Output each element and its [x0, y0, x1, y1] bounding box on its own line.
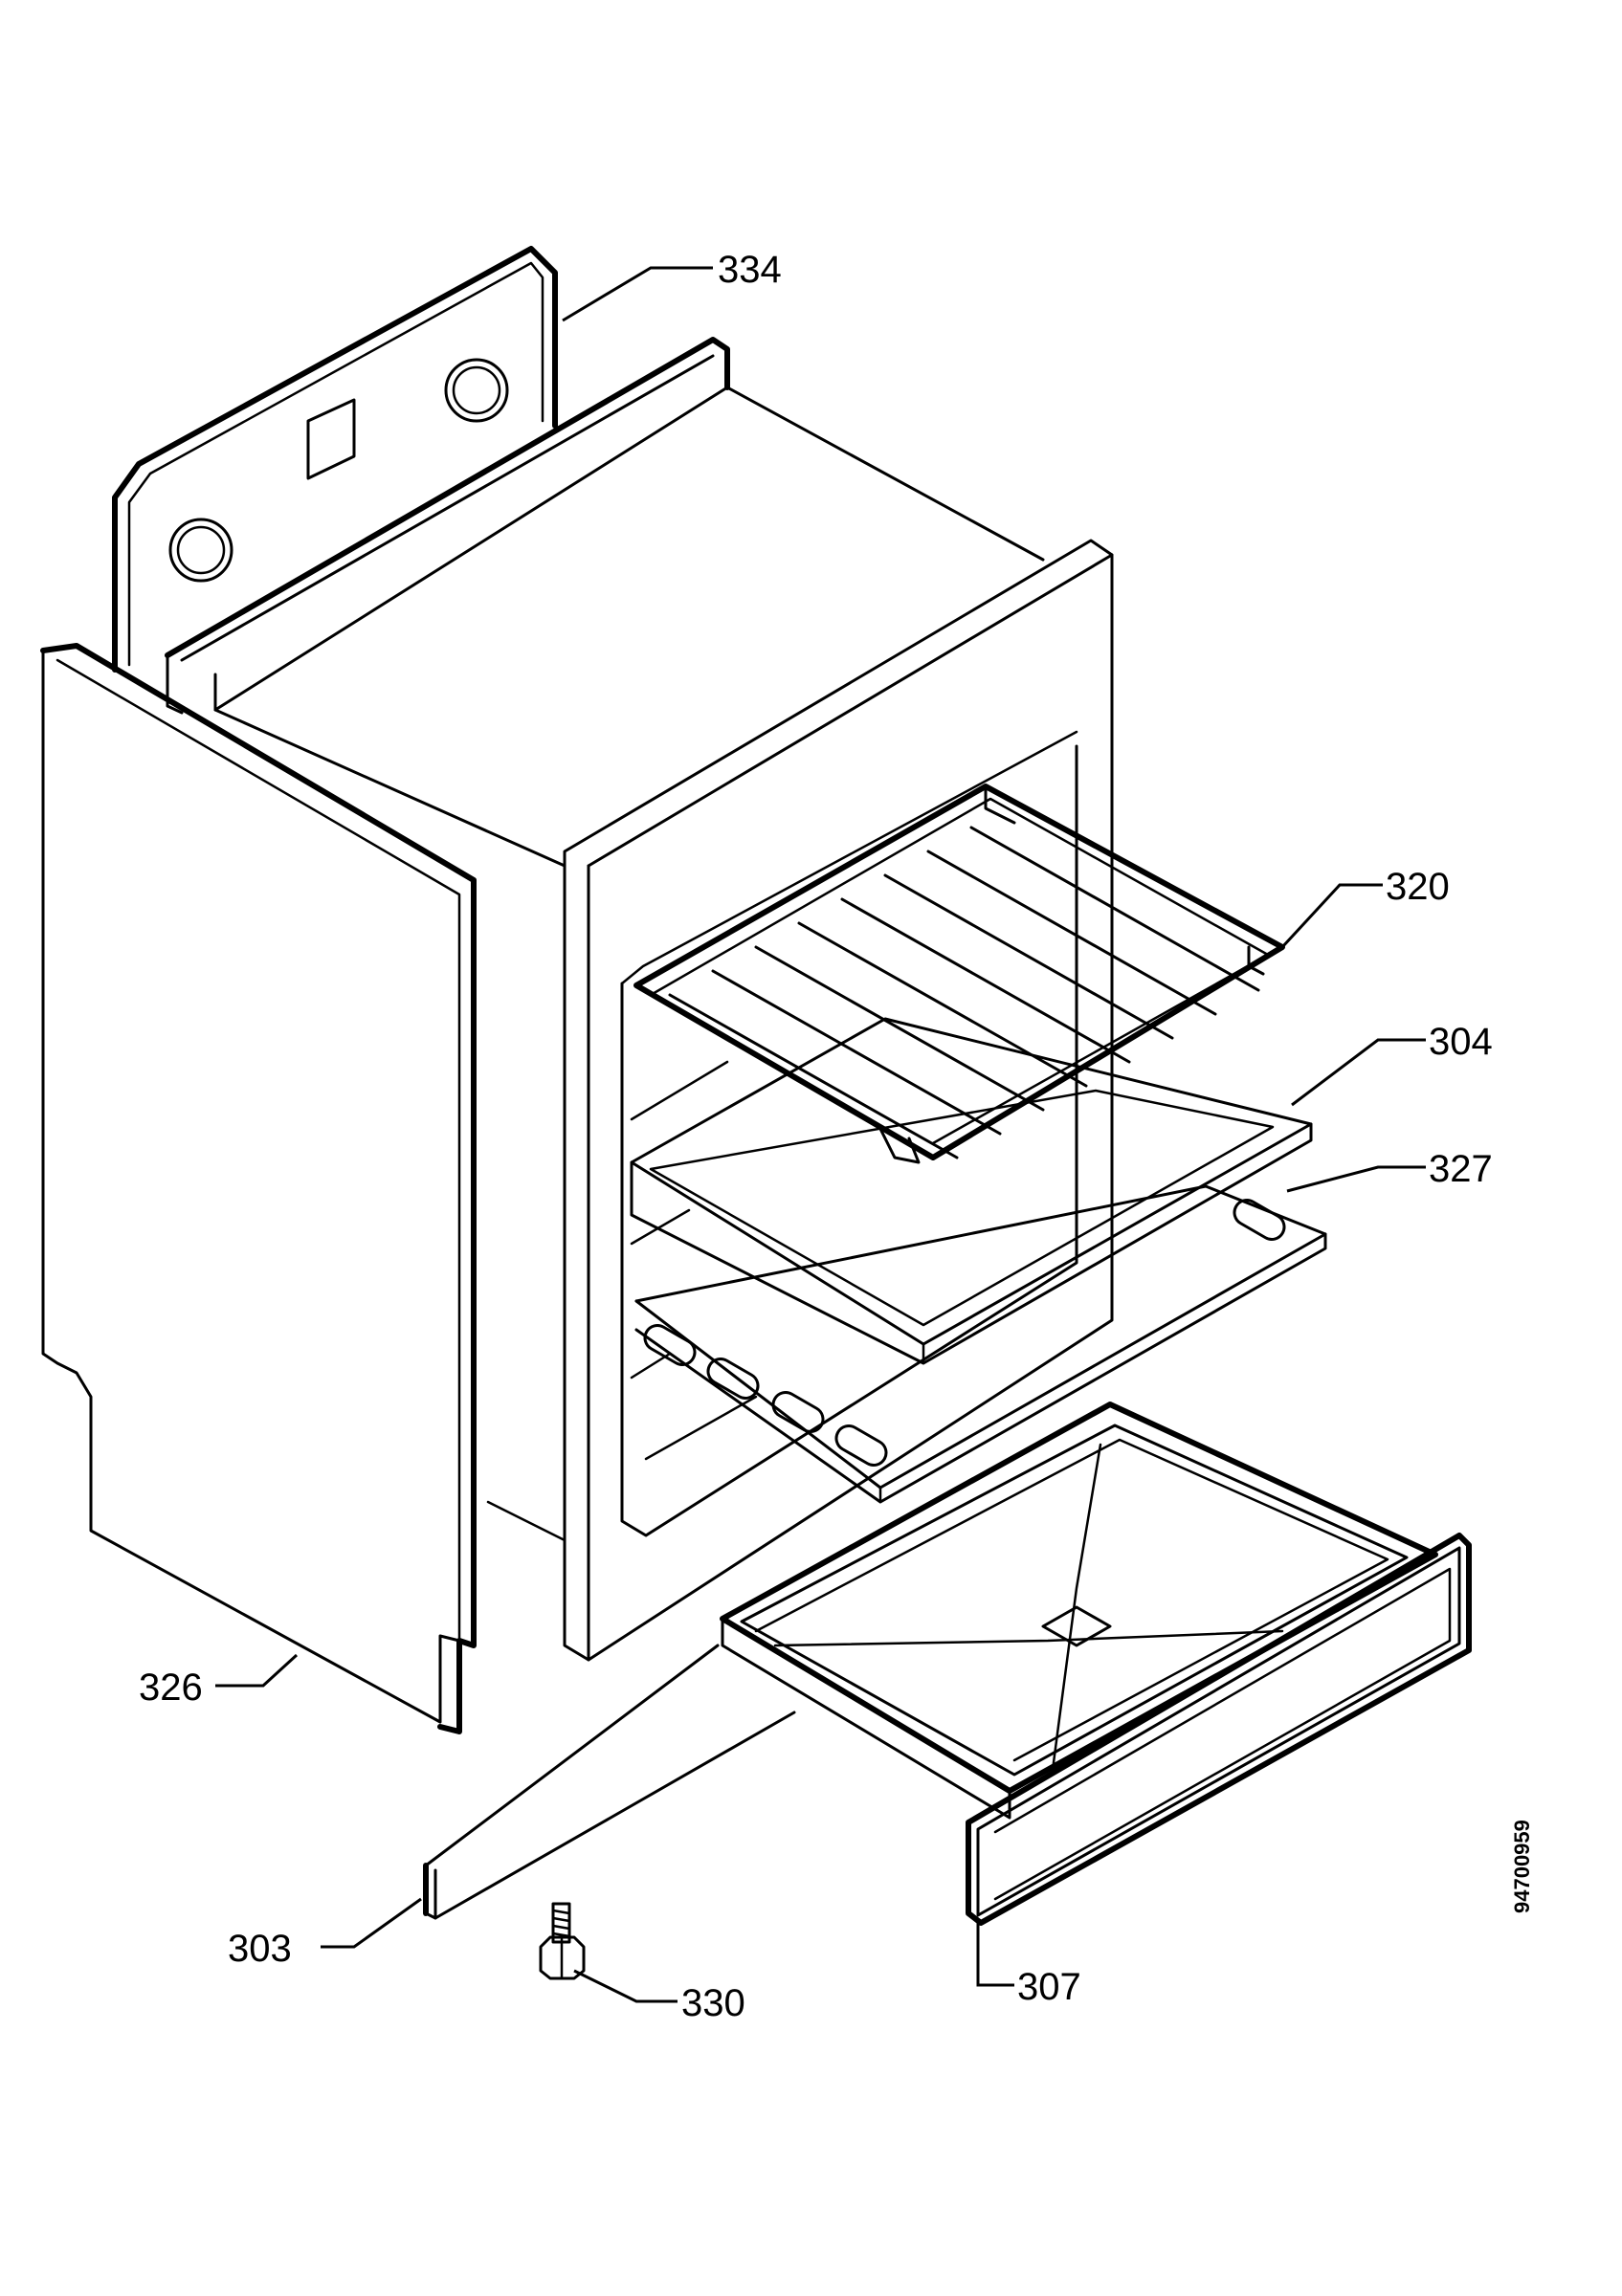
label-304: 304 [1429, 1021, 1493, 1063]
label-320: 320 [1386, 866, 1450, 908]
oven-cavity [165, 337, 1114, 1662]
part-307-drawer [720, 1402, 1472, 1926]
label-326: 326 [139, 1667, 203, 1709]
label-334: 334 [718, 249, 782, 291]
part-330-screw [539, 1902, 586, 1980]
label-303: 303 [228, 1928, 292, 1970]
part-326-side-panel [40, 643, 477, 1734]
label-330: 330 [681, 1982, 745, 2024]
part-303-strip [423, 1644, 796, 1920]
leader-lines [215, 266, 1426, 2003]
part-334-back-plate [112, 246, 558, 673]
part-304-tray [630, 1017, 1313, 1365]
label-327: 327 [1429, 1148, 1493, 1190]
part-327-rack-plate [634, 1184, 1327, 1504]
document-id: 94700959 [1510, 1820, 1534, 1913]
label-307: 307 [1017, 1966, 1081, 2008]
